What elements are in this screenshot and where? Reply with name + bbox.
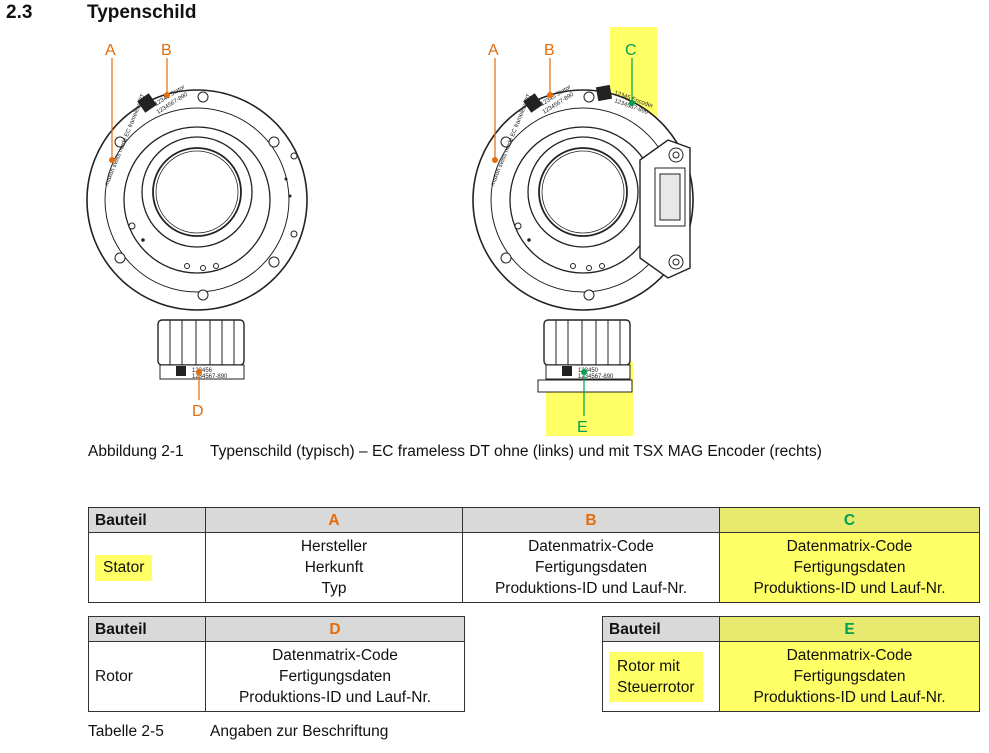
stator-right: [472, 84, 694, 311]
cell-line: Fertigungsdaten: [793, 559, 906, 576]
cell-line: Produktions-ID und Lauf-Nr.: [753, 689, 946, 706]
cell-line: Fertigungsdaten: [793, 668, 906, 685]
figure-illustration: maxon swiss made EC frameless DT 12345 S…: [86, 27, 694, 436]
encoder-module: [639, 139, 691, 279]
cell-line: Datenmatrix-Code: [786, 538, 913, 555]
table-caption-text: Angaben zur Beschriftung: [210, 723, 389, 740]
table-cell-c: Datenmatrix-Code Fertigungsdaten Produkt…: [719, 532, 980, 603]
cell-line: Produktions-ID und Lauf-Nr.: [494, 580, 688, 597]
label-d: D: [192, 403, 204, 420]
rotor-right: [537, 319, 633, 393]
table-cell-e: Datenmatrix-Code Fertigungsdaten Produkt…: [719, 641, 980, 712]
table-header-c: C: [719, 507, 980, 533]
cell-line: Herkunft: [304, 559, 364, 576]
row-label-line: Rotor mit: [617, 657, 680, 675]
table-stator: Bauteil A B C Stator Hersteller Herkunft…: [88, 507, 980, 603]
table-header-bauteil: Bauteil: [602, 616, 720, 642]
table-row-label: Rotor mit Steuerrotor: [602, 641, 720, 712]
table-header-b: B: [462, 507, 720, 533]
label-b-right: B: [544, 42, 555, 59]
plate-text-e1: 123450: [578, 368, 599, 374]
plate-text-d1: 123456: [192, 368, 213, 374]
plate-text-d2: 1234567-890: [192, 374, 228, 380]
table-rotor: Bauteil D Rotor Datenmatrix-Code Fertigu…: [88, 616, 465, 712]
label-b-left: B: [161, 42, 172, 59]
cell-line: Typ: [321, 580, 347, 597]
table-header-bauteil: Bauteil: [88, 507, 206, 533]
label-e: E: [577, 419, 588, 436]
cell-line: Datenmatrix-Code: [528, 538, 654, 555]
figure-caption-text: Typenschild (typisch) – EC frameless DT …: [210, 443, 822, 460]
table-rotor-steuerrotor: Bauteil E Rotor mit Steuerrotor Datenmat…: [602, 616, 980, 712]
row-label-stator: Stator: [95, 554, 153, 581]
table-cell-b: Datenmatrix-Code Fertigungsdaten Produkt…: [462, 532, 720, 603]
table-cell-d: Datenmatrix-Code Fertigungsdaten Produkt…: [205, 641, 465, 712]
table-header-bauteil: Bauteil: [88, 616, 206, 642]
row-label-line: Steuerrotor: [617, 678, 695, 696]
cell-line: Datenmatrix-Code: [272, 647, 398, 664]
row-label-rotor-mit-steuerrotor: Rotor mit Steuerrotor: [609, 651, 703, 702]
table-caption-number: Tabelle 2-5: [88, 723, 164, 740]
row-label-rotor: Rotor: [88, 641, 206, 712]
table-header-d: D: [205, 616, 465, 642]
cell-line: Produktions-ID und Lauf-Nr.: [753, 580, 946, 597]
table-row-label: Stator: [88, 532, 206, 603]
plate-text-e2: 1234567-890: [578, 374, 614, 380]
cell-line: Fertigungsdaten: [278, 668, 392, 685]
section-number: 2.3: [6, 2, 33, 23]
figure-caption-number: Abbildung 2-1: [88, 443, 184, 460]
stator-left: [86, 89, 308, 311]
table-header-e: E: [719, 616, 980, 642]
cell-line: Produktions-ID und Lauf-Nr.: [238, 689, 432, 706]
cell-line: Fertigungsdaten: [534, 559, 648, 576]
section-title: Typenschild: [87, 2, 197, 23]
label-a-left: A: [105, 42, 116, 59]
label-c: C: [625, 42, 637, 59]
table-header-a: A: [205, 507, 463, 533]
cell-line: Hersteller: [300, 538, 368, 555]
table-cell-a: Hersteller Herkunft Typ: [205, 532, 463, 603]
label-a-right: A: [488, 42, 499, 59]
cell-line: Datenmatrix-Code: [786, 647, 913, 664]
